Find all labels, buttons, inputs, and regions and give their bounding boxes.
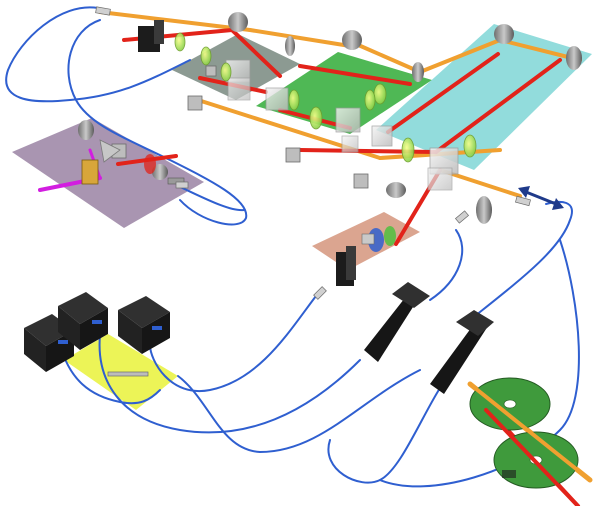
mirror-8	[476, 196, 492, 224]
fiber-center-to-chopper	[429, 229, 464, 301]
lens-7	[401, 137, 415, 163]
fiber-top-loop	[5, 6, 191, 103]
lens-6	[373, 83, 387, 105]
purple-board-components	[81, 139, 185, 185]
lens-3	[220, 62, 232, 82]
laser-3	[118, 296, 170, 354]
purple-breadboard	[12, 118, 204, 228]
fiber-connectors	[95, 6, 531, 377]
laser-2	[58, 292, 108, 350]
beam-splitter-cubes	[225, 59, 459, 191]
mirror-6	[285, 36, 295, 56]
salmon-board-lenses	[361, 226, 396, 252]
mirror-4	[566, 46, 582, 70]
cube-7	[427, 167, 453, 191]
fiber-laser-b	[98, 334, 361, 434]
mirror-1	[228, 12, 248, 32]
fiber-laser-a	[59, 344, 161, 405]
lens-4	[288, 89, 300, 111]
lens-5	[309, 106, 323, 130]
prism	[99, 139, 121, 163]
mirror-10	[78, 120, 94, 140]
top-modulator	[138, 20, 164, 52]
mount-block-2	[285, 147, 301, 163]
chopper-wheel-1	[469, 377, 551, 431]
laser-ports	[58, 320, 162, 344]
mount-block-3	[353, 173, 369, 189]
optical-fibers	[5, 6, 580, 488]
cube-2	[227, 77, 251, 101]
translation-arrow-icon	[518, 186, 564, 210]
fiber-chopper-to-right	[469, 201, 573, 321]
lens-1	[174, 32, 186, 52]
mount-block-5	[205, 65, 217, 77]
fiber-combiner-2	[430, 310, 494, 394]
black-housings	[24, 20, 494, 394]
cube-8	[341, 135, 359, 153]
mirror-7	[386, 182, 406, 198]
fiber-salmon-to-yellow	[149, 295, 317, 393]
mirror-9	[152, 164, 168, 180]
fiber-combiner-1	[364, 282, 430, 362]
salmon-modulator	[336, 246, 356, 286]
red-filter	[144, 154, 156, 174]
cube-3	[265, 87, 289, 111]
fiber-right-long	[379, 239, 580, 488]
fiber-purple-to-center	[177, 185, 245, 212]
mirror-3	[494, 24, 514, 44]
mirror-2	[342, 30, 362, 50]
fiber-left-loop	[67, 19, 248, 226]
mount-block-1	[187, 95, 203, 111]
lens-8	[463, 134, 477, 158]
cyan-breadboard	[376, 24, 592, 170]
cube-5	[371, 125, 393, 147]
mirrors	[78, 12, 582, 224]
fiber-yellow-to-chopper	[177, 369, 421, 454]
lens-9	[364, 89, 376, 111]
crystal-mount	[81, 159, 99, 185]
lenses	[174, 32, 477, 163]
mirror-5	[412, 62, 424, 82]
cube-4	[335, 107, 361, 133]
fiber-bottom-sweep	[327, 387, 441, 484]
beams-over-wheels	[468, 382, 592, 506]
lens-2	[200, 46, 212, 66]
